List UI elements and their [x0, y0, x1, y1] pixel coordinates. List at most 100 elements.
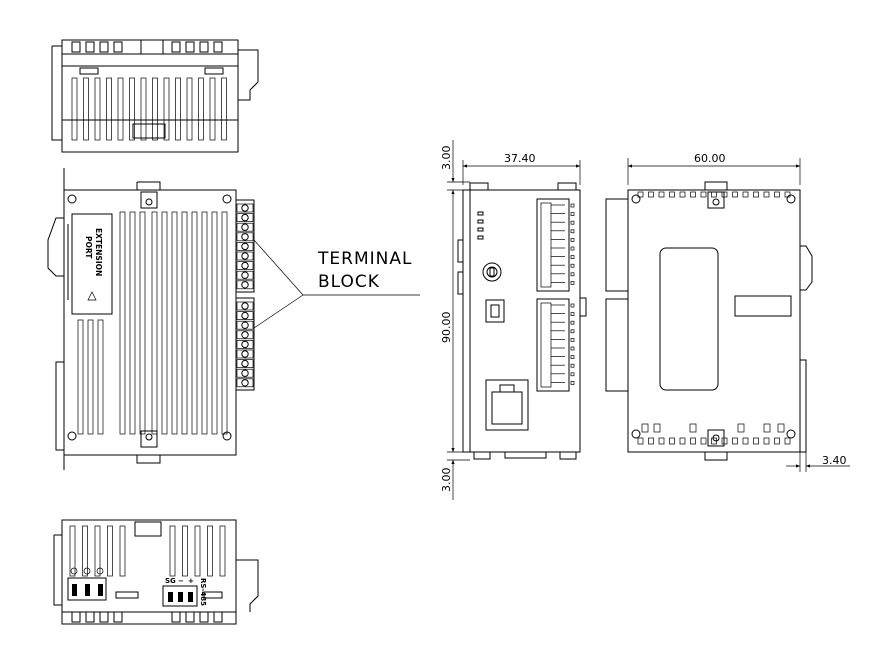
terminal-mark	[570, 320, 575, 325]
vent-slot	[83, 77, 89, 141]
terminal-cell	[236, 213, 254, 222]
bottom-tab	[641, 423, 649, 433]
extension-port-label-1: EXTENSION	[94, 228, 103, 276]
edge-notch	[732, 191, 738, 198]
edge-notch	[732, 437, 738, 445]
terminal-mark	[570, 212, 575, 216]
dim-rail-offset: 3.40	[822, 454, 847, 467]
terminal-screw	[241, 340, 249, 349]
edge-notch	[648, 437, 654, 445]
edge-notch	[637, 191, 644, 198]
terminal-mark	[570, 238, 575, 242]
vent-slot	[198, 77, 204, 141]
terminal-cell	[236, 232, 254, 242]
terminal-screw	[241, 311, 249, 320]
dim-side-depth: 37.40	[504, 152, 536, 165]
terminal-cell	[236, 378, 254, 388]
terminal-mark	[570, 303, 575, 308]
edge-notch	[669, 191, 675, 198]
pin-label-sg: SG	[165, 577, 176, 585]
vent-slot	[129, 77, 135, 141]
terminal-screw	[241, 379, 249, 387]
terminal-mark	[570, 355, 575, 359]
edge-notch	[711, 437, 717, 445]
terminal-mark	[570, 281, 575, 285]
edge-notch	[742, 191, 749, 198]
vent-slot	[140, 77, 147, 141]
edge-notch	[679, 437, 686, 445]
bottom-tab	[763, 423, 771, 433]
terminal-cell	[236, 261, 254, 270]
terminal-cell	[236, 203, 254, 213]
terminal-screw	[241, 204, 249, 212]
edge-notch	[784, 191, 791, 198]
vent-slot	[129, 211, 136, 435]
terminal-mark	[570, 272, 575, 277]
vent-slot	[107, 525, 113, 577]
dim-height: 90.00	[440, 312, 453, 344]
edge-notch	[658, 191, 665, 198]
terminal-mark	[570, 203, 575, 208]
terminal-pin	[213, 611, 223, 623]
vent-slot	[194, 525, 201, 577]
callout-line-1: TERMINAL	[317, 249, 412, 269]
edge-notch	[763, 437, 770, 445]
vent-slot	[71, 77, 78, 141]
terminal-pin	[113, 611, 123, 623]
terminal-cell	[236, 280, 254, 290]
dim-bottom-offset: 3.00	[440, 468, 453, 493]
terminal-pin	[199, 611, 209, 623]
terminal-screw	[241, 223, 249, 231]
terminal-screw	[241, 261, 249, 270]
terminal-mark	[570, 220, 575, 225]
terminal-mark	[570, 346, 575, 351]
terminal-block-callout: TERMINAL BLOCK	[253, 239, 420, 329]
terminal-cell	[236, 270, 254, 280]
terminal-mark	[570, 381, 575, 385]
edge-notch	[648, 191, 654, 198]
rear-dimensions: 60.00 3.40	[627, 152, 850, 472]
terminal-screw	[241, 302, 249, 310]
front-view: EXTENSION PORT	[47, 168, 255, 470]
vent-slot	[119, 211, 126, 435]
vent-slot	[161, 211, 168, 435]
vent-slot	[169, 525, 176, 577]
vent-slot	[211, 211, 218, 435]
terminal-pin	[185, 41, 195, 53]
terminal-screw	[241, 233, 249, 241]
terminal-block	[235, 199, 255, 293]
edge-notch	[637, 437, 644, 445]
terminal-pin	[171, 41, 181, 53]
terminal-mark	[570, 363, 575, 368]
terminal-mark	[570, 229, 575, 234]
terminal-mark	[570, 372, 575, 377]
terminal-cell	[236, 222, 254, 232]
pin-label-minus: −	[178, 577, 184, 585]
bottom-tab	[777, 423, 785, 433]
bottom-tab	[653, 423, 661, 433]
vent-slot	[207, 525, 213, 577]
terminal-screw	[241, 359, 249, 368]
vent-slot	[151, 211, 158, 435]
edge-notch	[784, 437, 791, 445]
terminal-screw	[241, 369, 249, 377]
terminal-cell	[236, 340, 254, 349]
dim-rear-width: 60.00	[694, 152, 726, 165]
callout-line-2: BLOCK	[318, 272, 380, 292]
vent-slot	[175, 77, 181, 141]
vent-slot	[77, 319, 84, 435]
terminal-pin	[85, 611, 95, 623]
bottom-view: SG − + RS-485	[53, 519, 259, 625]
edge-notch	[690, 191, 696, 198]
terminal-mark	[570, 329, 575, 334]
terminal-mark	[570, 255, 575, 259]
terminal-pin	[71, 41, 81, 53]
vent-slot	[94, 525, 101, 577]
terminal-screw	[241, 350, 249, 358]
edge-notch	[774, 437, 780, 445]
terminal-cell	[236, 330, 254, 340]
terminal-pin	[199, 41, 209, 53]
edge-notch	[763, 191, 770, 198]
terminal-cell	[236, 311, 254, 320]
terminal-cell	[236, 251, 254, 261]
